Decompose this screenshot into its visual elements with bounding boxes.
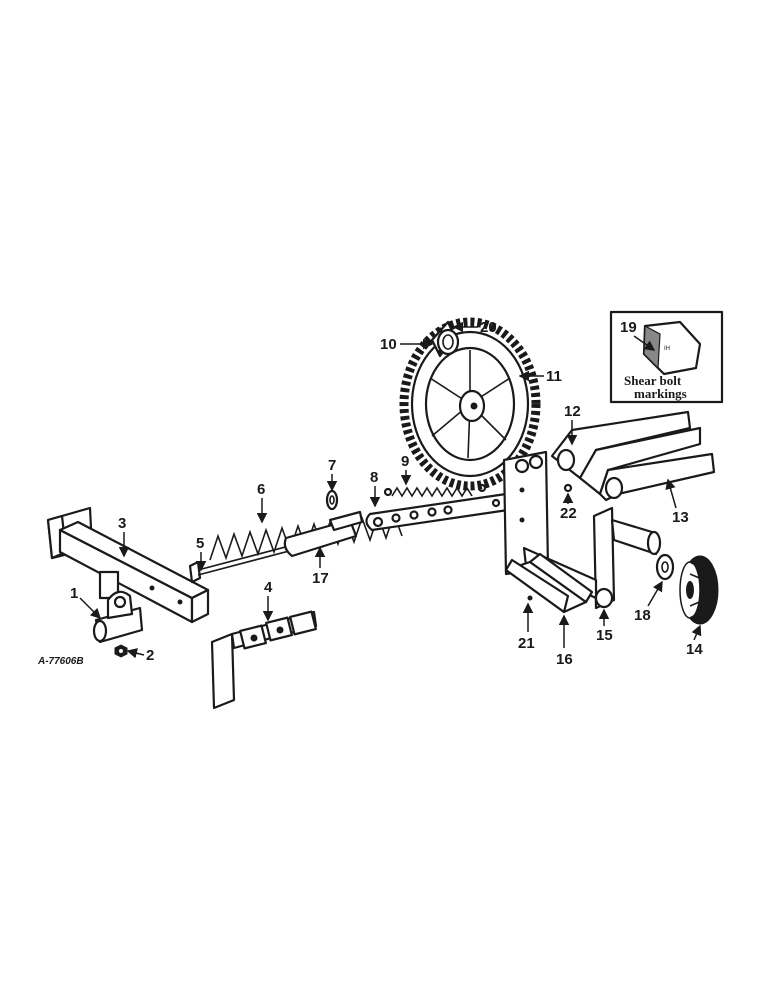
inset-caption-line1: Shear bolt xyxy=(624,373,682,388)
callout-6-group: 6 xyxy=(256,481,268,524)
callout-7-group: 7 xyxy=(326,457,338,492)
callout-3-group: 3 xyxy=(118,515,130,558)
callout-18-group: 18 xyxy=(634,580,663,624)
small-spring-part-9 xyxy=(383,483,487,498)
callout-14-group: 14 xyxy=(686,624,703,658)
arm-assembly-part-12-13 xyxy=(550,410,716,502)
callout-10-group: 10 xyxy=(380,336,434,353)
callout-9-group: 9 xyxy=(400,453,412,486)
callout-15-group: 15 xyxy=(596,608,613,644)
spring-rod-part-17 xyxy=(283,510,364,558)
nut-part-2 xyxy=(114,644,128,658)
callout-8-group: 8 xyxy=(369,469,381,508)
callout-10: 10 xyxy=(380,336,397,353)
callout-20: 20 xyxy=(480,319,497,336)
washer-part-18 xyxy=(655,553,675,581)
link-bar-part-8 xyxy=(365,492,510,532)
bevel-gear-part-14 xyxy=(679,555,719,625)
trough-guide-part-16 xyxy=(504,552,594,614)
frame-bar-part-3 xyxy=(46,506,210,624)
callout-3: 3 xyxy=(118,515,126,532)
callout-21: 21 xyxy=(518,635,535,652)
small-washer-part-22 xyxy=(563,483,573,493)
callout-22-group: 22 xyxy=(560,492,577,522)
callout-13-group: 13 xyxy=(665,478,689,526)
callout-4-group: 4 xyxy=(262,579,274,622)
callout-5-group: 5 xyxy=(195,535,207,572)
callout-21-group: 21 xyxy=(518,602,535,652)
callout-5: 5 xyxy=(196,535,204,552)
shear-bolt-inset: IH 19 Shear bolt markings xyxy=(609,310,724,404)
callout-7: 7 xyxy=(328,457,336,474)
callout-12: 12 xyxy=(564,403,581,420)
callout-1-group: 1 xyxy=(70,585,102,620)
callout-16: 16 xyxy=(556,651,573,668)
callout-12-group: 12 xyxy=(564,403,581,446)
callout-4: 4 xyxy=(264,579,273,596)
callout-11-group: 11 xyxy=(518,368,562,385)
callout-2: 2 xyxy=(146,647,154,664)
plates-part-4 xyxy=(210,610,318,710)
bolt-mark-text: IH xyxy=(664,346,670,352)
callout-11: 11 xyxy=(546,368,562,385)
callout-18: 18 xyxy=(634,607,651,624)
callout-13: 13 xyxy=(672,509,689,526)
large-gear-part-11 xyxy=(399,317,541,491)
flange-bearing-part-10 xyxy=(430,320,460,358)
inset-caption-line2: markings xyxy=(634,386,687,401)
callout-17-group: 17 xyxy=(312,546,329,587)
callout-8: 8 xyxy=(370,469,378,486)
callout-22: 22 xyxy=(560,505,577,522)
callout-20-group: 20 xyxy=(452,319,497,336)
washer-part-7 xyxy=(325,489,339,511)
callout-14: 14 xyxy=(686,641,703,658)
callout-16-group: 16 xyxy=(556,614,573,668)
callout-9: 9 xyxy=(401,453,409,470)
callout-19: 19 xyxy=(620,319,637,336)
callout-15: 15 xyxy=(596,627,613,644)
drawing-number: A-77606B xyxy=(37,656,84,667)
callout-6: 6 xyxy=(257,481,265,498)
callout-1: 1 xyxy=(70,585,78,602)
callout-17: 17 xyxy=(312,570,329,587)
bracket-part-1 xyxy=(92,590,144,644)
callout-2-group: 2 xyxy=(126,647,154,664)
